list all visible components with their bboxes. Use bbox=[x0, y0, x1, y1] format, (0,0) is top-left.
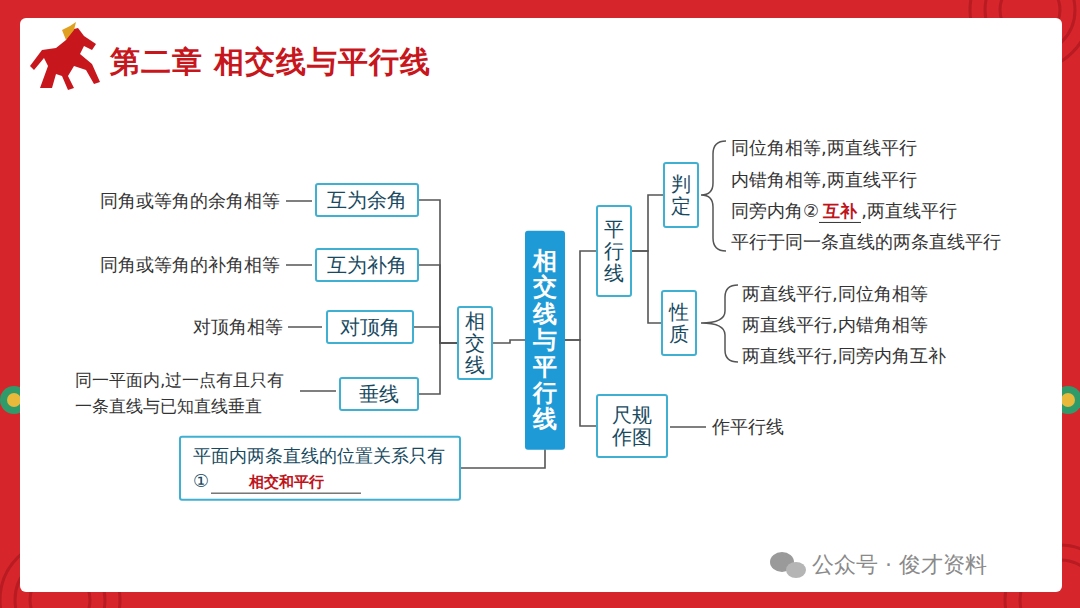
node-text: 互为余角 bbox=[327, 188, 407, 212]
rule-text: 两直线平行,内错角相等 bbox=[742, 313, 928, 336]
note-text: 同一平面内,过一点有且只有一条直线与已知直线垂直 bbox=[75, 368, 293, 419]
sub-branch-box: 性质 bbox=[661, 290, 697, 356]
note-text: 对顶角相等 bbox=[193, 315, 283, 338]
node-text: 判定 bbox=[671, 173, 691, 217]
concept-box: 互为余角 bbox=[315, 183, 419, 217]
branch-connector bbox=[419, 343, 457, 394]
rule-text: ,两直线平行 bbox=[861, 200, 957, 221]
text-row: 同旁内角②互补,两直线平行 bbox=[731, 199, 957, 223]
branch-connector bbox=[419, 265, 457, 343]
rule-text: 同位角相等,两直线平行 bbox=[731, 136, 917, 159]
white-panel bbox=[20, 18, 1062, 592]
node-text: 互为补角 bbox=[327, 253, 407, 277]
rule-text: 两直线平行,同位角相等 bbox=[742, 282, 928, 305]
rule-text: 两直线平行,同旁内角互补 bbox=[742, 344, 946, 367]
rule-text: 内错角相等,两直线平行 bbox=[731, 168, 917, 191]
note-text: 作平行线 bbox=[712, 415, 784, 438]
note-text: 同角或等角的补角相等 bbox=[100, 253, 280, 276]
node-text: 相交线 bbox=[465, 310, 485, 376]
branch-connector bbox=[419, 200, 457, 343]
branch-connector bbox=[565, 340, 596, 426]
node-text: 垂线 bbox=[359, 382, 399, 406]
concept-box: 互为补角 bbox=[315, 248, 419, 282]
concept-box: 对顶角 bbox=[326, 310, 414, 344]
branch-connector bbox=[414, 327, 457, 343]
rule-text: 平行于同一条直线的两条直线平行 bbox=[731, 230, 1001, 253]
branch-connector bbox=[461, 449, 545, 468]
node-text: 尺规作图 bbox=[612, 404, 652, 448]
root-box: 相交线与平行线 bbox=[525, 231, 565, 450]
branch-connector bbox=[565, 251, 596, 340]
branch-box: 平行线 bbox=[596, 205, 632, 297]
node-text: 性质 bbox=[669, 301, 689, 345]
rule-text: 同旁内角② bbox=[731, 200, 819, 221]
branch-box: 相交线 bbox=[457, 306, 493, 380]
branch-connector bbox=[493, 340, 525, 343]
answer-text: 互补 bbox=[819, 200, 861, 223]
node-text: 相交线与平行线 bbox=[533, 248, 557, 433]
chapter-title: 第二章 相交线与平行线 bbox=[110, 42, 431, 83]
horse-icon bbox=[30, 22, 100, 90]
branch-connector bbox=[632, 195, 663, 251]
fill-blank-box: 平面内两条直线的位置关系只有①相交和平行 bbox=[179, 436, 461, 501]
branch-connector bbox=[632, 251, 661, 323]
branch-box: 尺规作图 bbox=[596, 394, 668, 458]
node-text: 对顶角 bbox=[340, 315, 400, 339]
note-text: 同角或等角的余角相等 bbox=[100, 189, 280, 212]
node-text: 平行线 bbox=[604, 218, 624, 284]
watermark: 公众号 · 俊才资料 bbox=[812, 551, 987, 580]
concept-box: 垂线 bbox=[339, 377, 419, 411]
answer-text: 相交和平行 bbox=[211, 473, 361, 494]
sub-branch-box: 判定 bbox=[663, 162, 699, 228]
wechat-icon bbox=[770, 552, 806, 578]
